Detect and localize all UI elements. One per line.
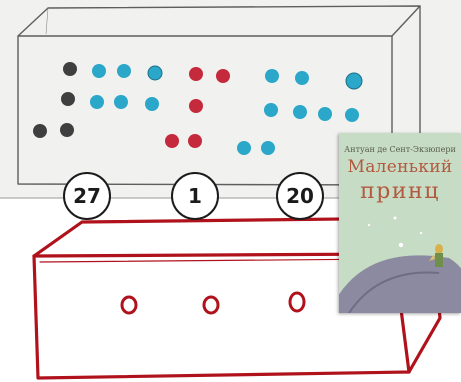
label-1: 1	[171, 172, 219, 220]
blue-dot	[295, 71, 309, 85]
star-icon	[399, 243, 403, 247]
blue-dot	[345, 108, 359, 122]
blue-dot	[318, 107, 332, 121]
blue-dot	[114, 95, 128, 109]
hole	[204, 297, 218, 313]
blue-dot	[265, 69, 279, 83]
hole	[290, 293, 304, 311]
red-dot	[165, 134, 179, 148]
red-dot	[188, 134, 202, 148]
red-dot	[189, 67, 203, 81]
dark-dot	[60, 123, 74, 137]
dark-dot	[33, 124, 47, 138]
star-icon	[420, 232, 422, 234]
prince-hair-icon	[435, 244, 443, 254]
blue-dot	[346, 73, 362, 89]
book-illustration	[339, 133, 461, 313]
blue-dot	[148, 66, 162, 80]
book-cover: Антуан де Сент-Экзюпери Маленький принц	[339, 133, 461, 313]
red-dot	[189, 99, 203, 113]
dark-dot	[63, 62, 77, 76]
blue-dot	[92, 64, 106, 78]
star-icon	[368, 224, 370, 226]
blue-dot	[264, 103, 278, 117]
dark-dot	[61, 92, 75, 106]
red-dot	[216, 69, 230, 83]
blue-dot	[145, 97, 159, 111]
label-27: 27	[63, 172, 111, 220]
blue-dot	[117, 64, 131, 78]
star-icon	[394, 217, 397, 220]
blue-dot	[90, 95, 104, 109]
hole	[122, 297, 136, 313]
blue-dot	[261, 141, 275, 155]
label-20: 20	[276, 172, 324, 220]
blue-dot	[293, 105, 307, 119]
blue-dot	[237, 141, 251, 155]
prince-figure-icon	[435, 253, 443, 267]
